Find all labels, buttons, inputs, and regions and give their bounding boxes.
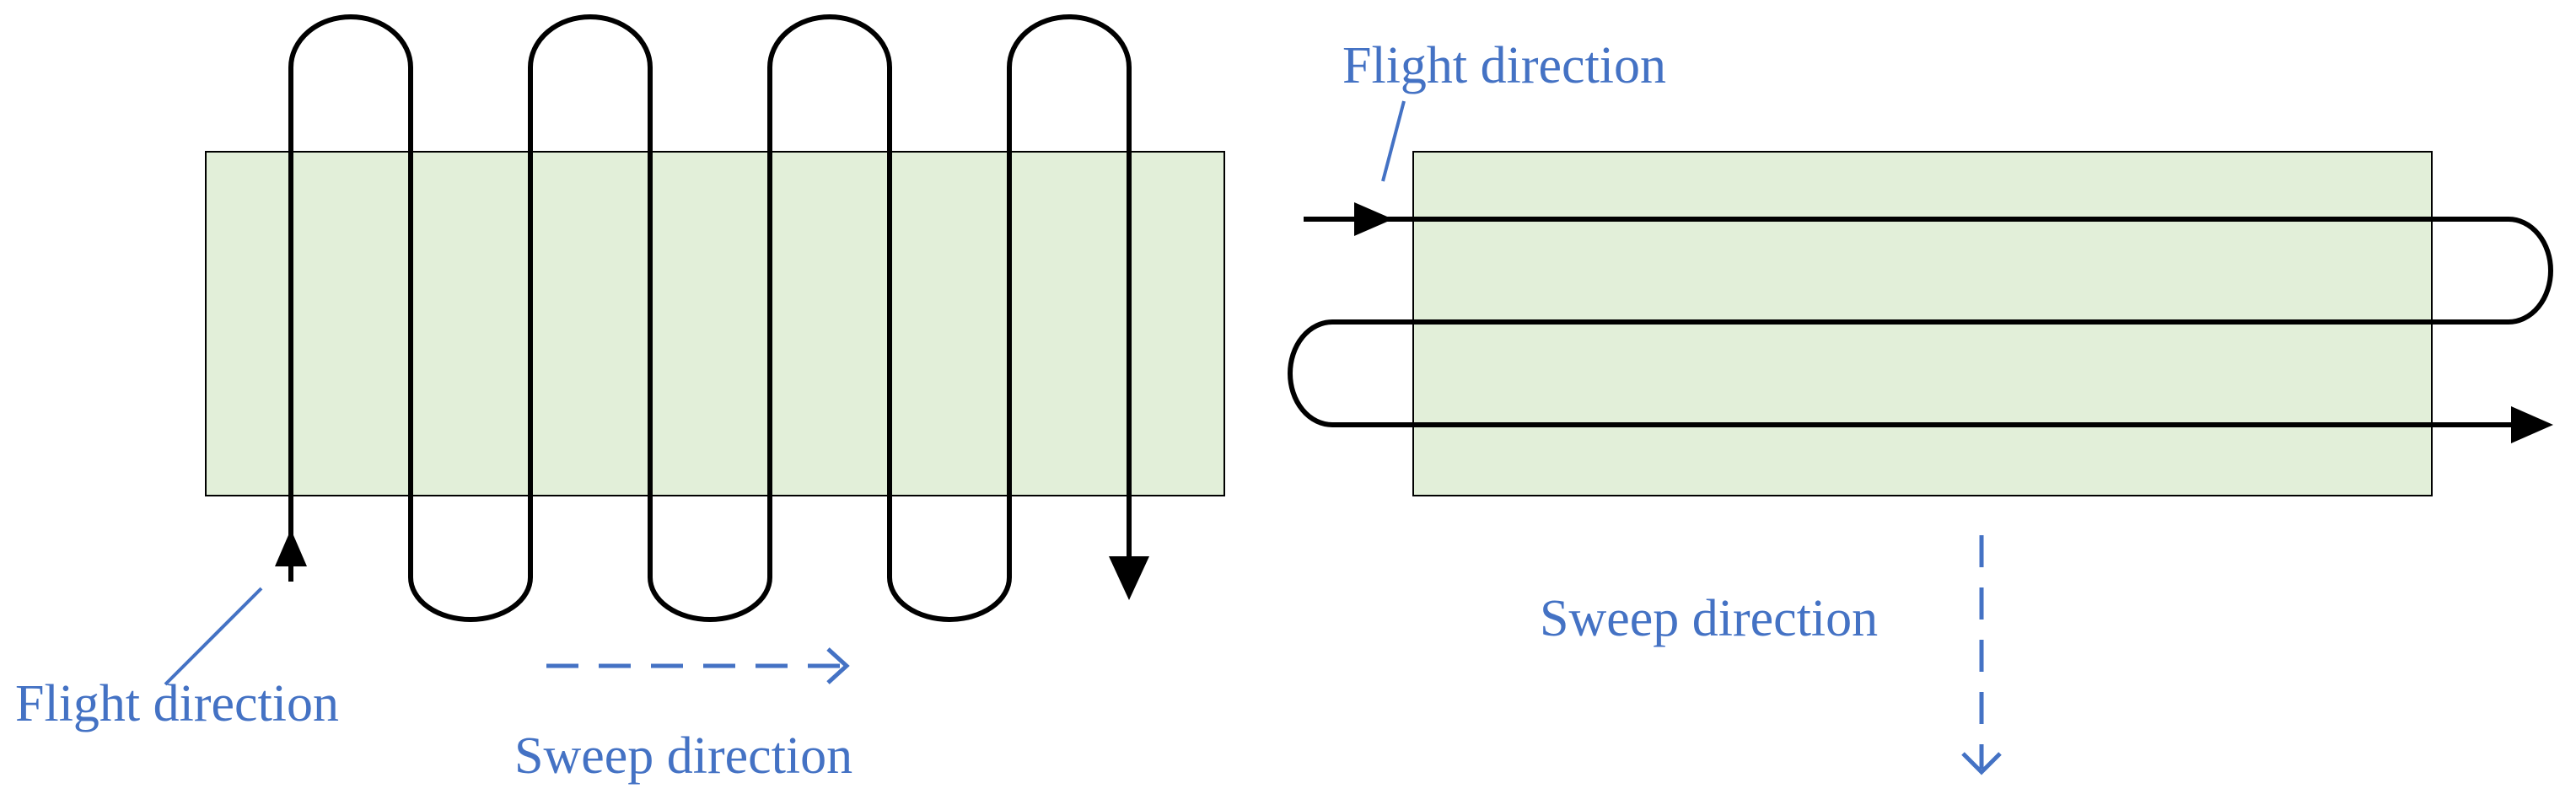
right-sweep-direction-label: Sweep direction (1540, 590, 1878, 647)
left-survey-area (205, 151, 1225, 496)
left-sweep-direction-arrowhead (826, 647, 850, 684)
left-panel: Flight direction Sweep direction (15, 14, 1225, 785)
left-flight-label-leader (164, 587, 263, 686)
left-sweep-direction-label: Sweep direction (514, 727, 852, 785)
right-flight-end-arrowhead (2511, 406, 2553, 443)
left-flight-direction-label: Flight direction (15, 675, 339, 732)
right-sweep-direction-arrowhead (1961, 752, 2002, 775)
right-panel: Flight direction Sweep direction (1288, 37, 2553, 775)
right-flight-direction-label: Flight direction (1342, 37, 1666, 94)
right-flight-path (1288, 217, 2553, 427)
right-flight-start-arrowhead (1354, 202, 1393, 236)
left-flight-path (288, 14, 1132, 622)
left-flight-start-arrowhead (275, 529, 307, 566)
left-flight-end-arrowhead (1109, 556, 1149, 600)
right-flight-label-leader (1381, 100, 1406, 182)
